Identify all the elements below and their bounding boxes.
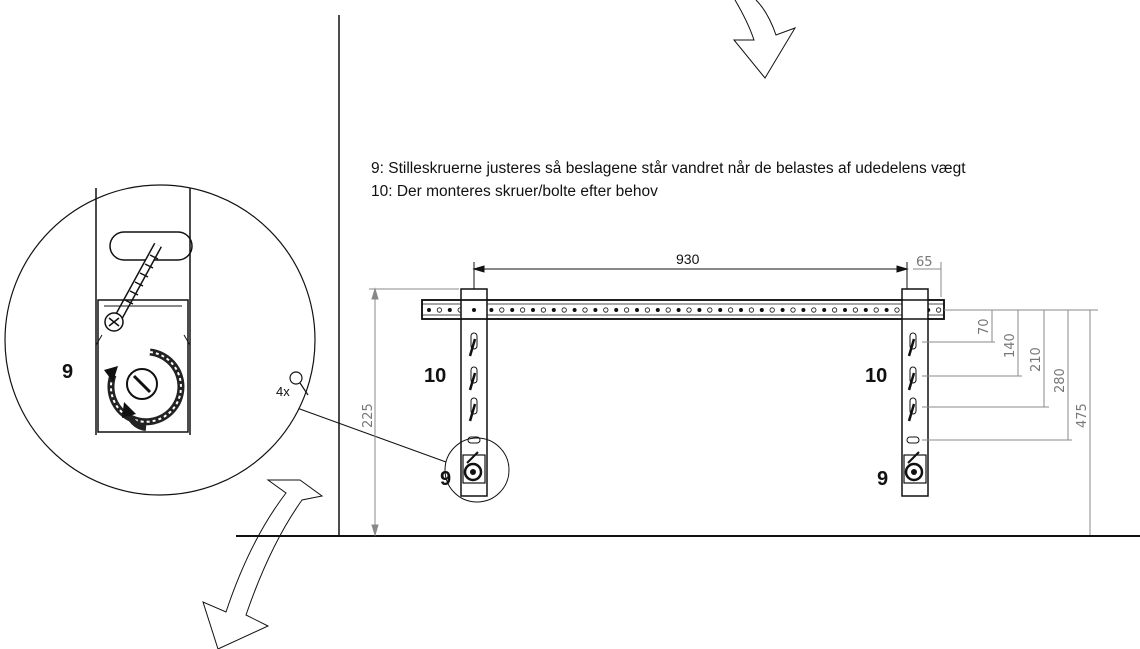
rail-hole — [707, 307, 713, 313]
rail-hole — [790, 307, 796, 313]
label-10-right: 10 — [865, 365, 887, 387]
label-9-right: 9 — [877, 468, 888, 490]
dimension-930-label: 930 — [676, 251, 700, 267]
rail-hole — [644, 307, 651, 313]
rail-hole — [655, 307, 660, 312]
rail-hole — [843, 307, 848, 312]
rail-hole — [748, 307, 755, 313]
rail-hole — [863, 307, 868, 312]
instruction-line-9: 9: Stilleskruerne justeres så beslagene … — [371, 160, 966, 177]
rail-hole — [635, 307, 640, 312]
rail-hole — [676, 307, 681, 312]
rail-hole — [447, 307, 452, 312]
rail-hole — [510, 307, 515, 312]
dimension-280-label: 280 — [1053, 368, 1068, 393]
rail-hole — [759, 307, 764, 312]
direction-arrow-bottom — [202, 479, 324, 649]
rail-hole — [884, 307, 889, 312]
rail-hole — [582, 307, 588, 313]
dimension-930 — [472, 262, 909, 289]
wood-screw-detail — [104, 242, 162, 332]
dimension-225 — [369, 287, 459, 537]
direction-arrow-top — [732, 0, 797, 79]
dimension-140-label: 140 — [1003, 333, 1018, 358]
bracket-slot — [906, 436, 920, 444]
bracket-screw — [468, 372, 477, 391]
label-9-left: 9 — [440, 468, 451, 490]
rail-hole — [623, 307, 630, 313]
rail-hole — [831, 307, 838, 313]
dimension-65-label: 65 — [916, 255, 933, 270]
rail-hole — [499, 307, 505, 313]
rail-hole — [540, 307, 547, 313]
rail-hole — [801, 307, 806, 312]
rail-hole — [873, 307, 879, 313]
dimension-65 — [913, 262, 942, 297]
bracket-screw — [468, 338, 477, 357]
rail-hole — [686, 307, 692, 313]
rail-hole — [780, 307, 785, 312]
rail-hole — [593, 307, 598, 312]
label-10-left: 10 — [424, 365, 446, 387]
bracket-screw — [907, 338, 916, 357]
rail-hole — [561, 307, 567, 313]
detail-zoom: 9 — [4, 184, 316, 496]
rail-hole — [822, 307, 827, 312]
detail-leader-line — [274, 399, 447, 463]
rail-hole — [697, 307, 702, 312]
detail-marker-circle — [444, 437, 510, 503]
bracket-left — [421, 288, 945, 497]
rail-hole — [519, 307, 526, 313]
rail-hole — [551, 307, 556, 312]
rail-hole — [614, 307, 619, 312]
rail-hole — [572, 307, 577, 312]
rail-hole — [489, 307, 494, 312]
rail-hole — [531, 307, 536, 312]
rail-hole — [935, 307, 942, 313]
rail-hole — [603, 307, 609, 313]
dimension-475-label: 475 — [1075, 403, 1090, 428]
magnifier-icon — [289, 371, 309, 396]
rail-hole — [426, 307, 431, 312]
dimension-70-label: 70 — [977, 318, 992, 335]
label-9-detail: 9 — [62, 361, 73, 383]
rail-hole — [894, 307, 900, 313]
adjustment-screw-detail — [104, 348, 185, 431]
rail-hole — [769, 307, 775, 313]
magnification-label: 4x — [276, 384, 290, 399]
rail-hole — [727, 307, 734, 313]
bracket-screw — [907, 372, 916, 391]
dimension-210-label: 210 — [1029, 347, 1044, 372]
rail-hole — [852, 307, 859, 313]
rail-hole — [811, 307, 817, 313]
instruction-line-10: 10: Der monteres skruer/bolte efter beho… — [371, 183, 658, 200]
rail-hole — [665, 307, 671, 313]
bracket-screw — [907, 403, 916, 422]
dimension-stack-right — [922, 309, 1098, 535]
rail-hole — [718, 307, 723, 312]
rail-hole — [436, 307, 442, 313]
bracket-right — [421, 288, 945, 497]
dimension-225-label: 225 — [361, 403, 376, 428]
rail-hole — [739, 307, 744, 312]
bracket-screw — [468, 403, 477, 422]
mounting-rail — [421, 299, 945, 320]
